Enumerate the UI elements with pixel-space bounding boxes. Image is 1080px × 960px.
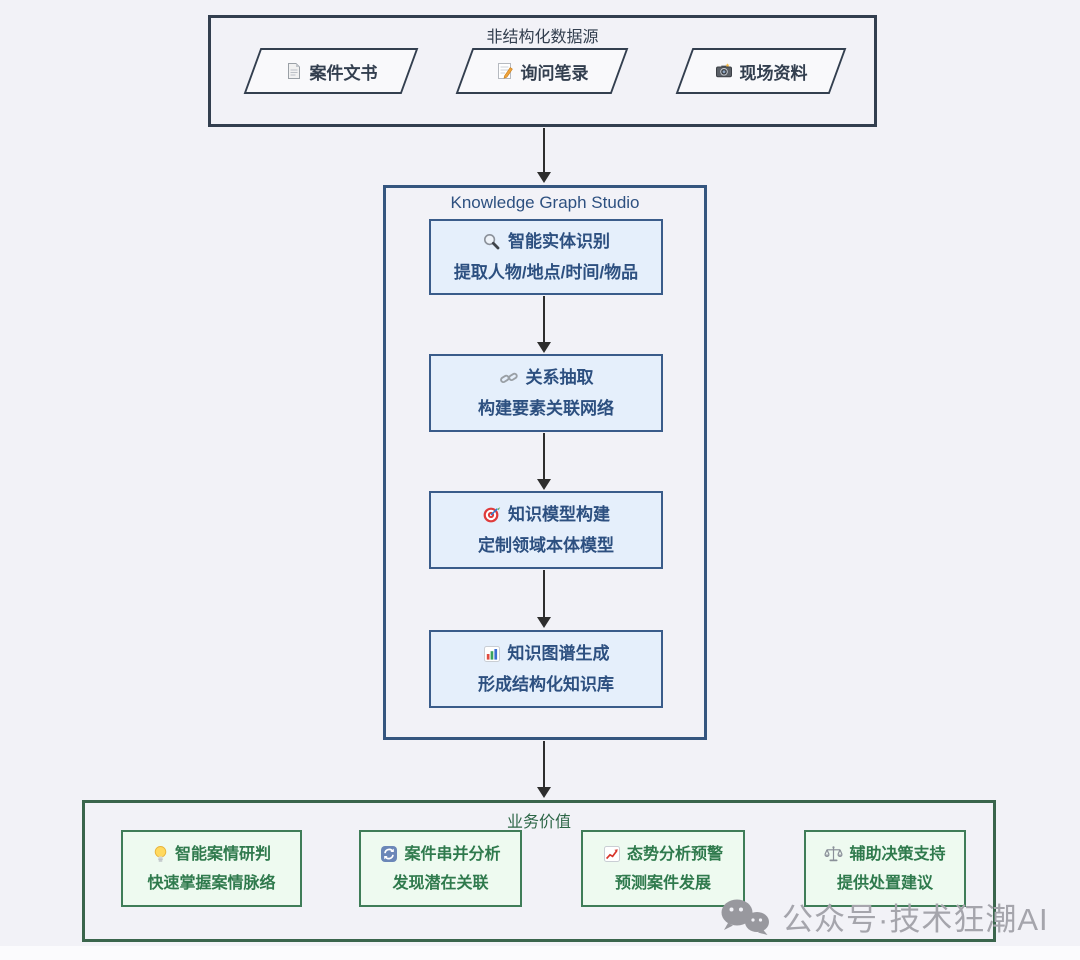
arrow-step1-to-step2 [537,296,551,353]
card-subtitle: 预测案件发展 [614,874,711,892]
memo-icon [496,62,514,80]
source-node-scene-materials: 现场资料 [675,48,847,94]
source-label: 案件文书 [309,63,378,83]
value-panel: 业务价值 [82,800,996,942]
arrow-studio-to-value [537,741,551,798]
chart-icon [483,645,501,663]
value-card-case-linking: 案件串并分析 发现潜在关联 [359,830,522,907]
source-label: 现场资料 [739,63,808,83]
source-node-case-documents: 案件文书 [243,48,419,94]
card-subtitle: 快速掌握案情脉络 [147,874,276,892]
step-title: 知识图谱生成 [507,644,610,663]
card-title: 智能案情研判 [174,845,271,863]
step-subtitle: 定制领域本体模型 [478,536,614,555]
bulb-icon [152,845,169,864]
arrow-sources-to-studio [537,128,551,183]
target-icon [482,505,501,524]
studio-title: Knowledge Graph Studio [450,193,640,212]
card-title: 辅助决策支持 [849,845,946,863]
trend-icon [603,845,621,863]
source-label: 询问笔录 [520,63,589,83]
arrow-step3-to-step4 [537,570,551,628]
source-node-interview-records: 询问笔录 [455,48,629,94]
card-subtitle: 提供处置建议 [836,874,933,892]
studio-panel: Knowledge Graph Studio [383,185,707,740]
card-subtitle: 发现潜在关联 [392,874,489,892]
step-relation-extraction: 关系抽取 构建要素关联网络 [429,354,663,432]
wechat-icon [716,896,772,938]
scale-icon [824,845,844,864]
step-title: 智能实体识别 [508,232,610,251]
arrow-step2-to-step3 [537,433,551,490]
step-subtitle: 构建要素关联网络 [478,399,614,418]
value-card-trend-warning: 态势分析预警 预测案件发展 [581,830,745,907]
card-title: 态势分析预警 [626,845,723,863]
step-knowledge-modeling: 知识模型构建 定制领域本体模型 [429,491,663,569]
step-subtitle: 提取人物/地点/时间/物品 [453,263,639,282]
sync-icon [380,845,398,863]
step-title: 关系抽取 [525,368,594,387]
bottom-strip [0,946,1080,960]
step-subtitle: 形成结构化知识库 [478,675,614,694]
watermark-text: 公众号·技术狂潮AI [782,902,1049,937]
watermark: 公众号·技术狂潮AI [716,894,1049,939]
step-title: 知识模型构建 [508,505,610,524]
search-icon [482,232,501,251]
camera-icon [715,62,733,80]
step-entity-recognition: 智能实体识别 提取人物/地点/时间/物品 [429,219,663,295]
link-icon [499,369,519,387]
value-card-case-analysis: 智能案情研判 快速掌握案情脉络 [121,830,302,907]
card-title: 案件串并分析 [404,845,501,863]
value-card-decision-support: 辅助决策支持 提供处置建议 [804,830,966,907]
value-title: 业务价值 [506,814,571,831]
step-graph-generation: 知识图谱生成 形成结构化知识库 [429,630,663,708]
sources-title: 非结构化数据源 [486,29,599,46]
sources-panel: 非结构化数据源 [208,15,877,127]
document-icon [285,62,303,80]
